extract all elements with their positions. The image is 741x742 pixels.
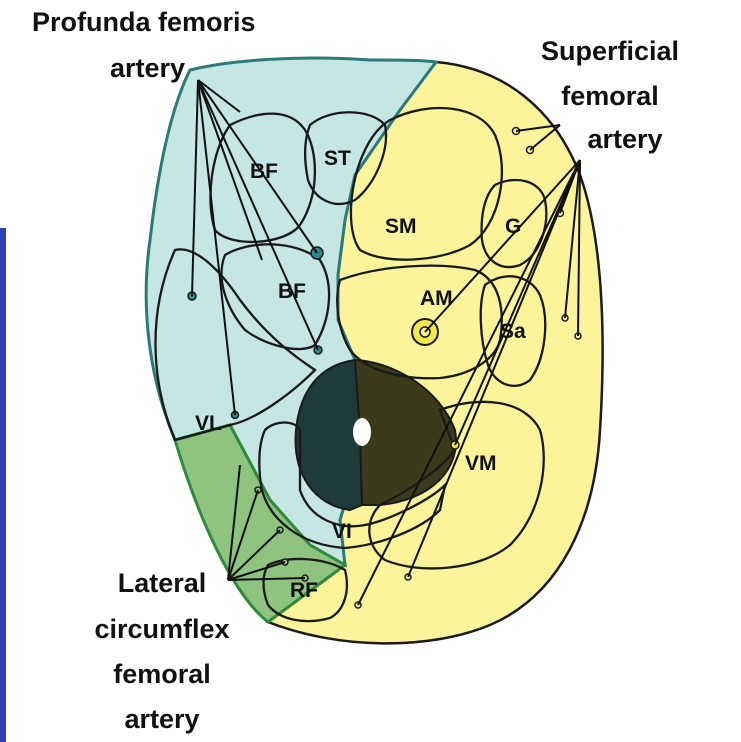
superficial-label-line1: Superficial (541, 36, 679, 66)
lateral-label-line4: artery (124, 704, 199, 734)
muscle-label-am: AM (420, 287, 453, 310)
femur-marrow (353, 418, 371, 446)
muscle-label-sa: Sa (500, 320, 526, 343)
muscle-label-sm: SM (385, 215, 417, 238)
lateral-label-line1: Lateral (118, 568, 207, 598)
muscle-label-bf-upper: BF (250, 160, 278, 183)
lateral-label-line2: circumflex (94, 614, 229, 644)
muscle-label-vl: VL (195, 412, 222, 435)
profunda-label-line1: Profunda femoris (32, 7, 256, 37)
muscle-label-bf-lower: BF (278, 280, 306, 303)
lateral-label-line3: femoral (113, 659, 211, 689)
left-edge-bar (0, 228, 6, 742)
muscle-label-g: G (505, 215, 521, 238)
muscle-label-vm: VM (465, 452, 497, 475)
muscle-label-st: ST (324, 147, 351, 170)
profunda-label-line2: artery (110, 53, 185, 83)
muscle-label-rf: RF (290, 579, 318, 602)
superficial-label-line3: artery (587, 124, 662, 154)
superficial-label-line2: femoral (561, 81, 659, 111)
muscle-label-vi: VI (332, 520, 352, 543)
